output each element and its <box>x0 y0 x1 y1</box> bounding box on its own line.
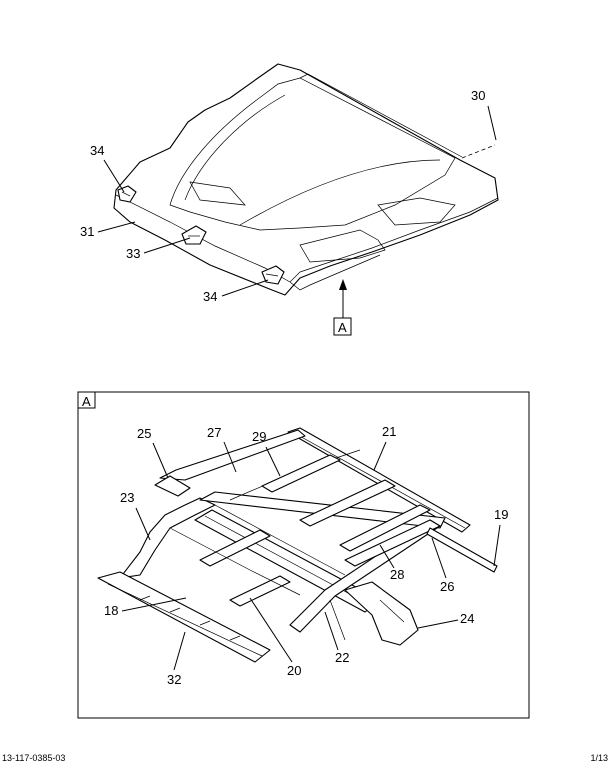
detail-frame <box>77 391 530 719</box>
detail-label: A <box>82 394 91 409</box>
callout-20: 20 <box>287 663 301 678</box>
roof-dome <box>169 77 456 231</box>
callout-34-lower: 34 <box>203 289 217 304</box>
drawing-number: 13-117-0385-03 <box>2 753 66 763</box>
clip-33 <box>181 225 207 245</box>
callout-22: 22 <box>335 650 349 665</box>
upper-callouts: 34 30 31 33 34 <box>80 88 497 304</box>
callout-18: 18 <box>104 603 118 618</box>
view-marker-label: A <box>338 320 347 335</box>
callout-28: 28 <box>390 567 404 582</box>
roof-frame <box>97 427 498 663</box>
callout-23: 23 <box>120 490 134 505</box>
roof-panel-outline <box>113 63 499 296</box>
callout-31: 31 <box>80 224 94 239</box>
callout-26: 26 <box>440 579 454 594</box>
clip-34-lower <box>261 265 285 285</box>
callout-25: 25 <box>137 426 151 441</box>
callout-34-upper: 34 <box>90 143 104 158</box>
callout-21: 21 <box>382 424 396 439</box>
callout-27: 27 <box>207 425 221 440</box>
detail-view-a: A <box>77 391 530 719</box>
callout-32: 32 <box>167 672 181 687</box>
callout-19: 19 <box>494 507 508 522</box>
roof-panel-assembly <box>113 63 499 296</box>
view-arrow-a: A <box>333 279 352 336</box>
callout-33: 33 <box>126 246 140 261</box>
callout-29: 29 <box>252 429 266 444</box>
callout-30: 30 <box>471 88 485 103</box>
callout-24: 24 <box>460 611 474 626</box>
sheet-number: 1/13 <box>590 753 608 763</box>
